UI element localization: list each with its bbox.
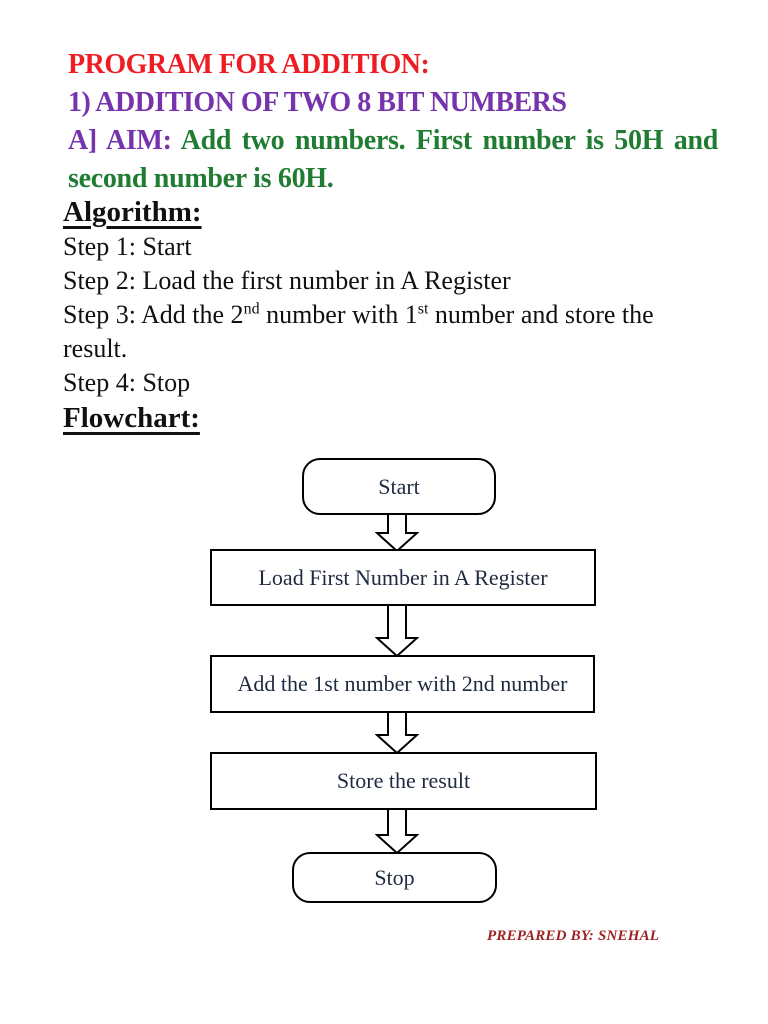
flow-node-store-result: Store the result — [210, 752, 597, 810]
heading-block: PROGRAM FOR ADDITION: 1) ADDITION OF TWO… — [68, 46, 718, 198]
ordinal-superscript-nd: nd — [243, 300, 260, 318]
flow-arrow-icon — [375, 513, 419, 552]
flow-arrow-icon — [375, 808, 419, 854]
flow-node-stop: Stop — [292, 852, 497, 903]
step-3-text-b: number with 1 — [259, 300, 418, 329]
flow-arrow-icon — [375, 711, 419, 754]
aim-label: A] AIM: — [68, 125, 172, 156]
step-3-text-c: number and store the — [428, 300, 654, 329]
flow-node-start: Start — [302, 458, 496, 515]
algorithm-section: Algorithm: Step 1: Start Step 2: Load th… — [63, 194, 735, 436]
algorithm-step-1: Step 1: Start — [63, 232, 192, 261]
flow-node-load-first-number: Load First Number in A Register — [210, 549, 596, 606]
aim-text: Add two numbers. First number is 50H and… — [68, 125, 718, 194]
title-addition-two-8bit: 1) ADDITION OF TWO 8 BIT NUMBERS — [68, 87, 567, 118]
flowchart-heading: Flowchart: — [63, 402, 200, 434]
aim-paragraph: A] AIM: Add two numbers. First number is… — [68, 122, 718, 198]
algorithm-step-4: Step 4: Stop — [63, 368, 191, 397]
algorithm-step-3-continued: result. — [63, 334, 128, 363]
algorithm-step-2: Step 2: Load the first number in A Regis… — [63, 266, 511, 295]
title-program-for-addition: PROGRAM FOR ADDITION: — [68, 49, 430, 80]
algorithm-step-3: Step 3: Add the 2nd number with 1st numb… — [63, 298, 735, 332]
prepared-by-credit: PREPARED BY: SNEHAL — [487, 928, 660, 944]
ordinal-superscript-st: st — [417, 300, 429, 318]
step-3-text-a: Step 3: Add the 2 — [63, 300, 244, 329]
flow-node-add-numbers: Add the 1st number with 2nd number — [210, 655, 595, 713]
flow-arrow-icon — [375, 604, 419, 657]
algorithm-heading: Algorithm: — [63, 196, 202, 228]
